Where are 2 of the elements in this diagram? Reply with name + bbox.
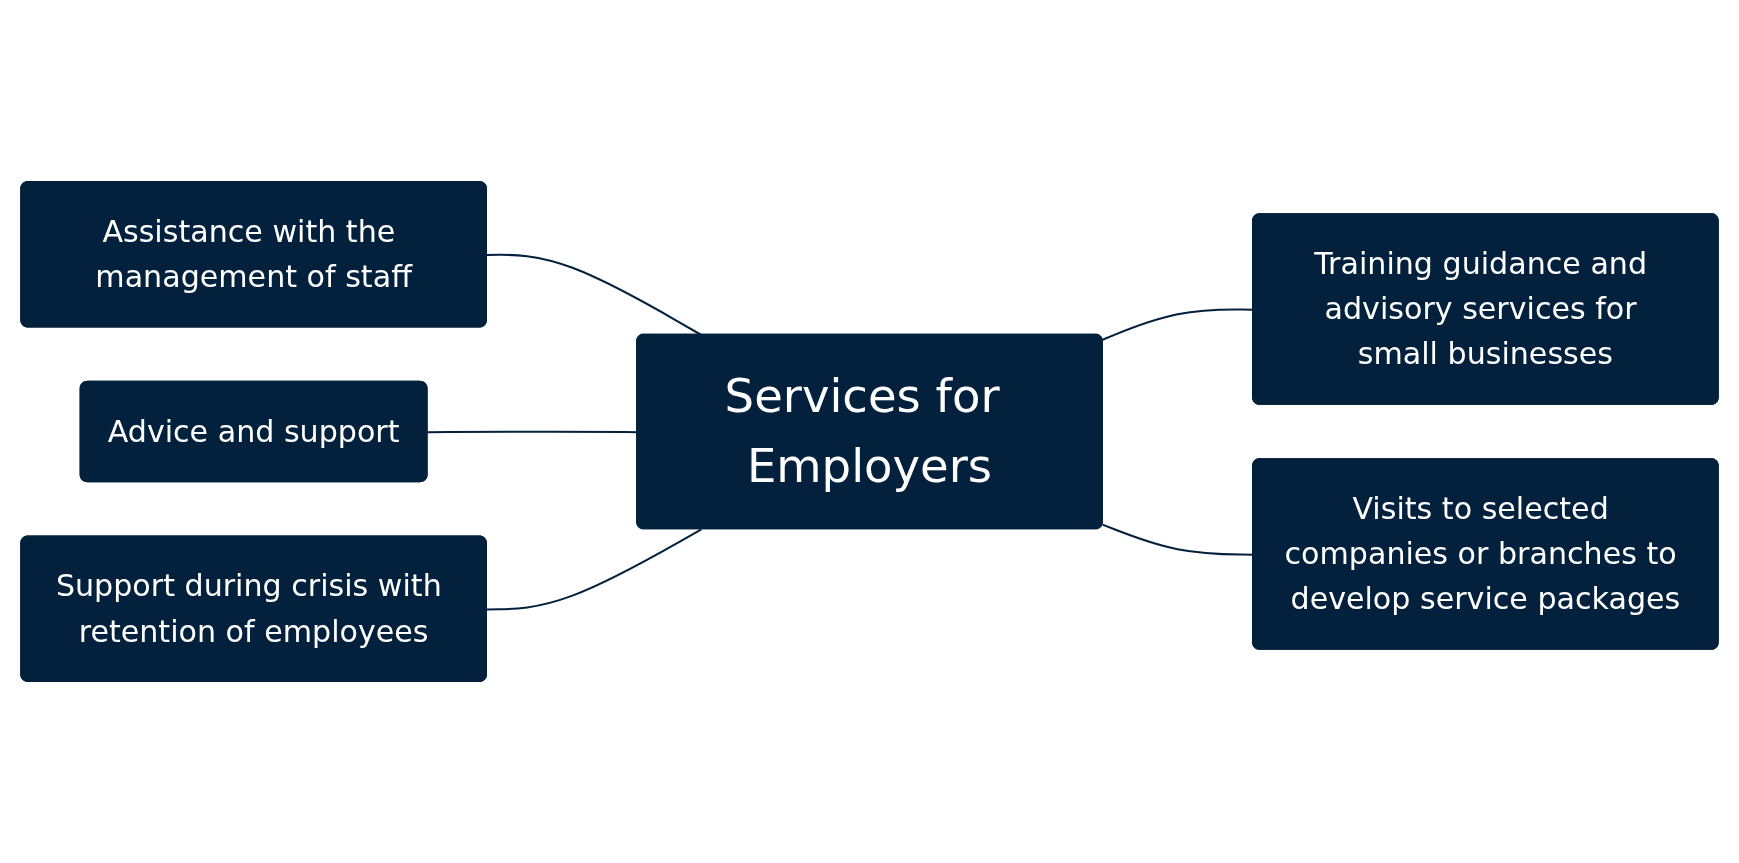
connector [486,528,702,611]
connector [486,253,702,336]
